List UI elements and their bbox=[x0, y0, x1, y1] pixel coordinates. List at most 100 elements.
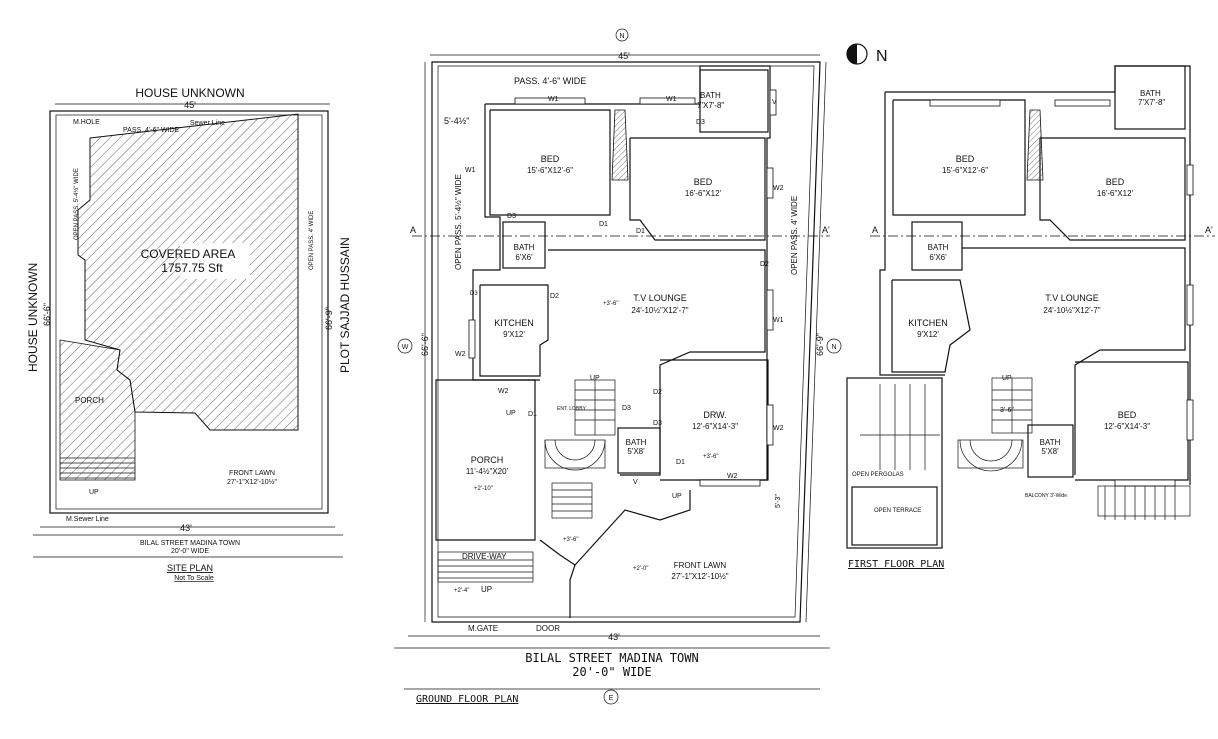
gf-lobby-up: UP bbox=[506, 410, 516, 417]
gf-axis-top-label: N bbox=[619, 33, 624, 40]
ff-balcony-label: BALCONY 3'-Wide bbox=[1025, 493, 1067, 499]
gf-axis-bottom-label: E bbox=[609, 695, 614, 702]
ff-pergolas bbox=[860, 384, 940, 470]
gf-drw-label: DRW. bbox=[703, 410, 726, 420]
gf-bath-left-label: BATH bbox=[514, 243, 535, 252]
gf-window-w2-d bbox=[468, 319, 476, 359]
site-title: SITE PLAN bbox=[167, 563, 213, 573]
gf-axis-right-label: N bbox=[831, 344, 836, 351]
gf-axis-bottom bbox=[603, 689, 619, 705]
gf-window-w2-a bbox=[766, 167, 774, 199]
site-top-dim: 45' bbox=[184, 100, 196, 110]
gf-street-width: 20'-0" WIDE bbox=[572, 665, 651, 679]
site-sewer-top: Sewer Line bbox=[190, 120, 225, 127]
gf-tag-w1-a: W1 bbox=[548, 96, 559, 103]
gf-plot-boundary bbox=[431, 61, 821, 623]
site-left-label: HOUSE UNKNOWN bbox=[26, 263, 40, 372]
ff-bath-mid-size: 5'X8' bbox=[1041, 447, 1059, 456]
gf-left-dim: 66'-6" bbox=[420, 333, 430, 356]
site-porch-area bbox=[59, 339, 136, 481]
gf-bath-top-label: BATH bbox=[700, 91, 721, 100]
gf-window-w2-c bbox=[699, 479, 761, 487]
ff-window-w1-d bbox=[1186, 399, 1194, 441]
gf-lawn-edge bbox=[574, 490, 691, 566]
site-left-dim: 66'-6" bbox=[42, 303, 52, 326]
gf-window-w1-a bbox=[514, 97, 586, 105]
gf-porch-label: PORCH bbox=[471, 455, 504, 465]
ff-bath-mid-label: BATH bbox=[1040, 438, 1061, 447]
site-pass-right: OPEN PASS. 4' WIDE bbox=[309, 211, 315, 270]
gf-drive-level: +2'-4" bbox=[454, 588, 469, 594]
gf-right-dim-line bbox=[805, 61, 827, 623]
gf-bath-left-size: 6'X6' bbox=[515, 253, 533, 262]
gf-kitchen-walls bbox=[479, 284, 549, 377]
gf-axis-left-label: W bbox=[402, 344, 409, 351]
gf-axis-left bbox=[397, 338, 413, 354]
gf-lawn-label: FRONT LAWN bbox=[674, 561, 727, 570]
ff-bed3-walls bbox=[1075, 361, 1189, 481]
ff-lounge-label: T.V LOUNGE bbox=[1045, 293, 1099, 303]
gf-step-up: UP bbox=[672, 493, 682, 500]
gf-tag-w2-c: W2 bbox=[727, 473, 738, 480]
site-plot-inner bbox=[55, 114, 323, 510]
gf-tag-d3-e: D3 bbox=[653, 420, 662, 427]
gf-lounge-level: +3'-6" bbox=[603, 301, 618, 307]
gf-street: BILAL STREET MADINA TOWN bbox=[525, 651, 698, 665]
gf-drive-steps bbox=[437, 551, 534, 583]
gf-porch-walls bbox=[435, 379, 536, 541]
ff-bed2-walls bbox=[1039, 137, 1186, 241]
site-sewer-bottom: M.Sewer Line bbox=[66, 516, 109, 523]
gf-porch-size: 11'-4½"X20' bbox=[466, 467, 509, 476]
ff-window-w1-c bbox=[1186, 284, 1194, 326]
gf-tag-v2: V bbox=[633, 479, 638, 486]
gf-section-a: A bbox=[410, 225, 416, 235]
gf-kitchen-size: 9'X12' bbox=[503, 330, 525, 339]
ff-window-w1-a bbox=[929, 99, 1001, 107]
ff-window-w2-b bbox=[1114, 479, 1176, 487]
gf-lawn-path bbox=[539, 539, 576, 618]
gf-right-dim: 66'-9" bbox=[815, 333, 825, 356]
gf-tag-d1-c: D1 bbox=[676, 459, 685, 466]
gf-bath-mid-size: 5'X8' bbox=[627, 447, 645, 456]
gf-tag-w1-c: W1 bbox=[773, 317, 784, 324]
gf-ent-lobby: ENT. LOBBY bbox=[557, 406, 587, 412]
ff-bath-top-walls bbox=[1114, 65, 1186, 130]
gf-pass-bottom-dim: 5'-3" bbox=[775, 494, 782, 508]
gf-window-w1-c bbox=[766, 289, 774, 331]
ff-terrace-outline bbox=[846, 377, 943, 549]
gf-window-w2-b bbox=[766, 404, 774, 446]
ff-kitchen-label: KITCHEN bbox=[908, 318, 948, 328]
gf-axis-top bbox=[615, 28, 629, 42]
gf-bath-left-walls bbox=[502, 221, 546, 269]
gf-axis-right bbox=[826, 338, 842, 354]
ff-window-w2-a bbox=[1186, 164, 1194, 196]
gf-tag-w1-d: W1 bbox=[465, 167, 476, 174]
gf-title: GROUND FLOOR PLAN bbox=[416, 694, 518, 705]
gf-tag-v: V bbox=[772, 99, 777, 106]
ff-bath-top-size: 7'X7'-8" bbox=[1138, 98, 1165, 107]
gf-bath-mid-label: BATH bbox=[626, 438, 647, 447]
ff-bath-left-walls bbox=[911, 221, 963, 271]
site-pass-left: OPEN PASS. 5'-4½" WIDE bbox=[73, 168, 80, 240]
gf-tag-w2-a: W2 bbox=[773, 185, 784, 192]
site-street: BILAL STREET MADINA TOWN bbox=[140, 540, 240, 547]
gf-pass-left: OPEN PASS. 5'-4½" WIDE bbox=[454, 174, 463, 270]
gf-kitchen-label: KITCHEN bbox=[494, 318, 534, 328]
site-top-road: HOUSE UNKNOWN bbox=[135, 86, 244, 100]
ground-floor-plan: N 45' PASS. 4'-6" WIDE 5'-4½" OPEN PASS.… bbox=[394, 28, 842, 705]
site-bottom-dim: 43' bbox=[180, 523, 192, 533]
ff-bath-top-label: BATH bbox=[1140, 89, 1161, 98]
north-label: N bbox=[876, 48, 888, 65]
ff-section-a: A bbox=[872, 225, 878, 235]
gf-window-v bbox=[769, 89, 777, 116]
gf-tag-w2-b: W2 bbox=[773, 425, 784, 432]
gf-bed1-size: 15'-6"X12'-6" bbox=[527, 166, 573, 175]
gf-staircase bbox=[544, 379, 616, 471]
gf-tag-w1-b: W1 bbox=[666, 96, 677, 103]
site-manhole: M.HOLE bbox=[73, 119, 100, 126]
gf-lounge-size: 24'-10½"X12'-7" bbox=[631, 306, 688, 315]
ff-kitchen-walls bbox=[891, 279, 971, 373]
gf-tag-w2-e: W2 bbox=[498, 388, 509, 395]
gf-tag-d1-a: D1 bbox=[599, 221, 608, 228]
